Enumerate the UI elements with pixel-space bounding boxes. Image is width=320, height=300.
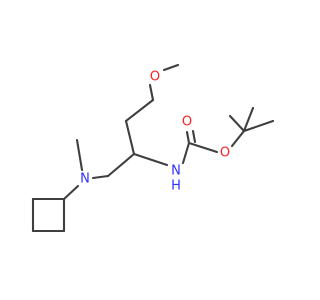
bond-ester-o-tbu (230, 129, 246, 148)
bond-nh-carbonyl (181, 141, 191, 165)
bond-carbonyl-double-b (191, 129, 197, 144)
bond-ch-nh (132, 152, 169, 167)
bond-ch-ch2-amine (106, 152, 136, 178)
atom-methoxy-oxygen: O (150, 70, 160, 85)
bond-carbonyl-ester-o (187, 141, 219, 154)
atom-amide-hydrogen: H (171, 179, 181, 194)
bond-amine-methyl (75, 138, 84, 172)
bond-ch2-amine-n (91, 174, 110, 180)
bond-ch2-ch (124, 119, 136, 156)
atom-amine-nitrogen: N (80, 172, 90, 187)
bond-tbu-methyl-right (242, 119, 275, 133)
bond-ch2-ch2 (124, 98, 155, 123)
atom-carbonyl-oxygen: O (182, 115, 192, 130)
bond-tbu-methyl-up (242, 106, 255, 133)
atom-ester-oxygen: O (220, 146, 230, 161)
bond-amine-cyclobutyl (62, 184, 80, 201)
molecule-structure-diagram: O O O N H N (31, 63, 275, 233)
bond-methoxy-ch2 (148, 83, 155, 102)
bond-layer (31, 63, 275, 233)
bond-tbu-methyl-top (228, 114, 246, 133)
atom-amide-nitrogen: N (171, 164, 181, 179)
atom-label-layer: O O O N H N (80, 70, 230, 194)
bond-carbonyl-double-a (185, 130, 191, 145)
bond-methoxy-methyl (162, 63, 180, 72)
